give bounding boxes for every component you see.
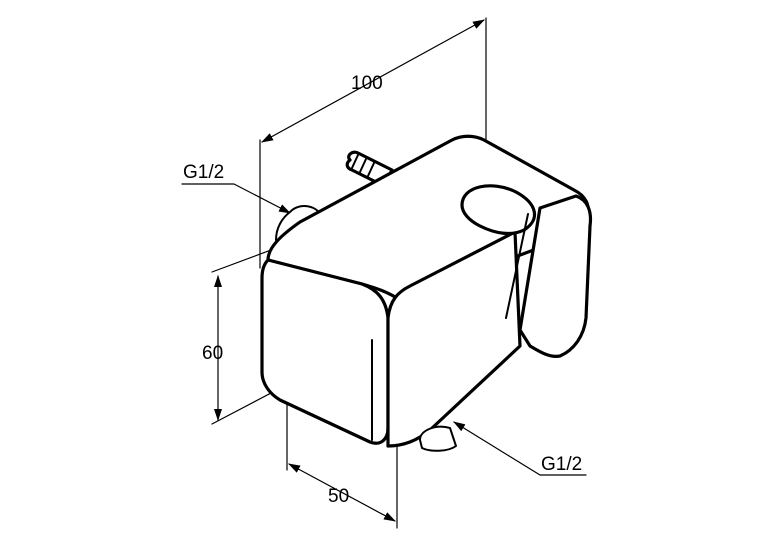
leader-lines <box>181 183 587 476</box>
dim-line-50 <box>288 463 396 522</box>
thread-label-outlet: G1/2 <box>541 454 582 475</box>
hook-arm-edge <box>519 207 541 331</box>
front-face <box>260 258 390 445</box>
hook-inner-edge <box>505 213 529 319</box>
hook-arm <box>518 194 593 358</box>
side-face <box>386 230 522 448</box>
dim-label-100: 100 <box>351 73 383 94</box>
outlet-nipple <box>419 425 457 452</box>
thread-label-inlet: G1/2 <box>183 162 224 183</box>
labels: 100 60 50 G1/2 G1/2 <box>183 73 582 507</box>
leader-outlet <box>453 421 587 476</box>
dim-line-100 <box>261 19 485 143</box>
leader-inlet <box>181 183 291 214</box>
dim-label-50: 50 <box>328 486 349 507</box>
shower-holder-body <box>260 134 593 452</box>
dim-label-60: 60 <box>202 343 223 364</box>
